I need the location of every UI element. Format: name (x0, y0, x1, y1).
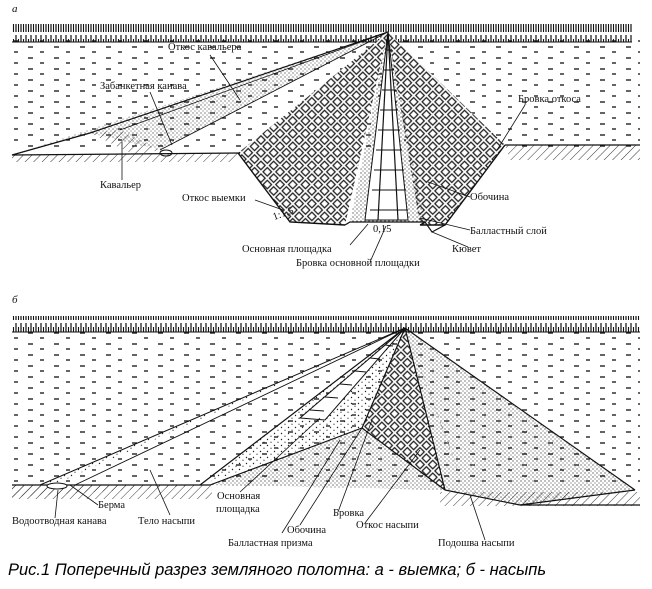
label-depth-mark: 0,15 (373, 224, 391, 235)
spoil-bank-inner-line (119, 31, 389, 131)
drainage-ditch (46, 482, 68, 490)
cut-slope-edge-left (237, 152, 346, 226)
earthwork-cross-section-figure: а Откос кавальера Забанкетная канава Бро… (11, 3, 640, 549)
label-subgrade-top-b-line1: Основная (217, 491, 260, 502)
berm-line-outer (39, 327, 406, 486)
ground-left-hatch-b (12, 485, 212, 499)
leaders-b (54, 417, 486, 541)
label-berm: Берма (98, 500, 125, 511)
label-shoulder-a: Обочина (470, 192, 509, 203)
label-embankment-slope: Откос насыпи (356, 520, 419, 531)
spoil-bank (90, 130, 160, 155)
rail-left-a (377, 31, 389, 221)
label-subgrade-top: Основная площадка (242, 244, 332, 255)
label-subgrade-edge: Бровка основной площадки (296, 258, 420, 269)
track-sleepers-b (309, 344, 394, 412)
label-embankment-toe: Подошва насыпи (438, 538, 515, 549)
label-upland-ditch: Забанкетная канава (100, 81, 187, 92)
spoil-bank-crest-line (11, 31, 389, 156)
treeline-b (12, 316, 640, 332)
upland-ditch-line (159, 31, 389, 151)
label-drainage-ditch: Водоотводная канава (12, 516, 107, 527)
rail-right-a (387, 31, 399, 221)
label-ballast-layer: Балластный слой (470, 226, 547, 237)
panel-b: б Берма Водоотводная канава Тело насыпи … (12, 294, 640, 549)
ground-left-a (12, 153, 240, 162)
label-slope-edge: Бровка откоса (518, 94, 581, 105)
panel-a: а Откос кавальера Забанкетная канава Бро… (11, 3, 640, 269)
cut-slope-left (238, 32, 388, 225)
berm-line-inner (74, 327, 406, 486)
label-shoulder-b: Обочина (287, 525, 326, 536)
cut-slope-right (388, 32, 505, 225)
ground-line-left-a (11, 152, 241, 156)
label-cut-slope: Откос выемки (182, 193, 246, 204)
subgrade-top-a (344, 221, 428, 226)
embankment-slope-right (405, 328, 635, 505)
ground-right-a (505, 145, 640, 160)
treeline-a (12, 24, 632, 42)
leaders-a (121, 54, 526, 263)
panel-a-letter: а (12, 3, 18, 15)
label-edge-b: Бровка (333, 508, 364, 519)
embankment-slope-front (210, 428, 445, 490)
label-subgrade-top-b-line2: площадка (216, 504, 260, 515)
spoil-bank-slope (12, 32, 388, 155)
ballast-prism-b (362, 328, 445, 490)
ground-right-hatch-b (440, 492, 640, 506)
track-bed-a (364, 31, 409, 221)
label-ballast-prism: Балластная призма (228, 538, 313, 549)
figure-caption: Рис.1 Поперечный разрез земляного полотн… (8, 561, 546, 579)
label-embankment-body: Тело насыпи (138, 516, 195, 527)
label-spoil-bank-slope: Откос кавальера (168, 42, 242, 53)
label-spoil-bank: Кавальер (100, 180, 141, 191)
label-side-ditch: Кювет (452, 244, 481, 255)
ballast-prism-side-b (405, 328, 465, 490)
panel-b-letter: б (12, 294, 18, 306)
